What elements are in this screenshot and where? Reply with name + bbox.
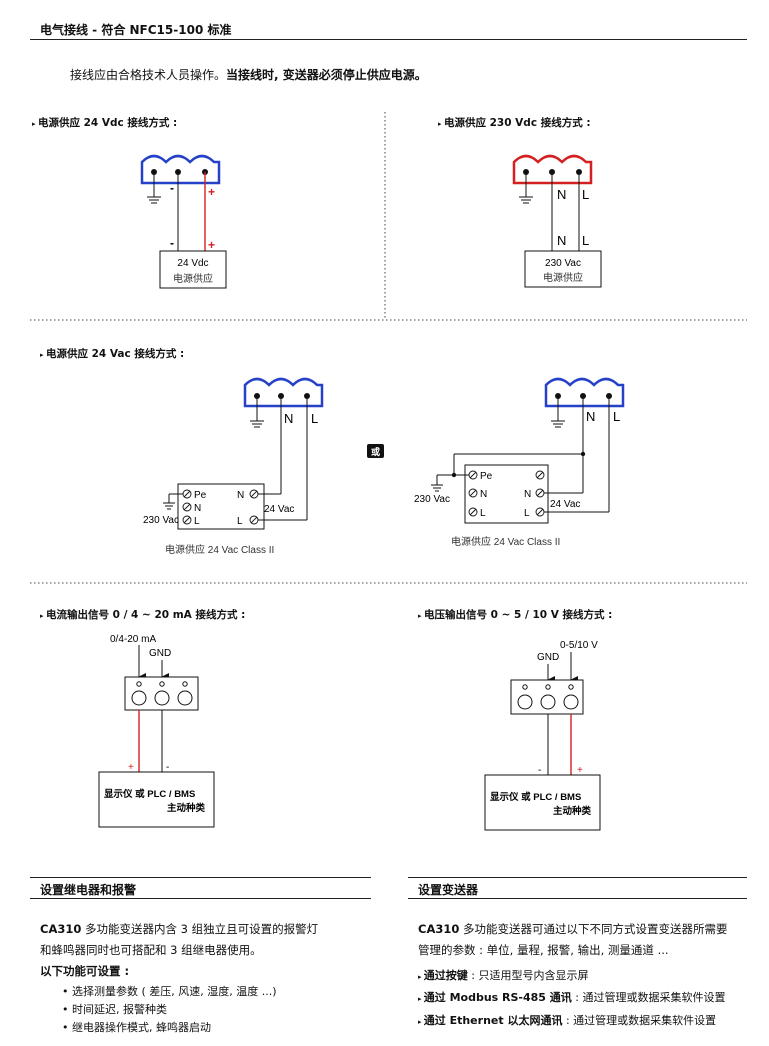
intro-normal: 接线应由合格技术人员操作。 xyxy=(70,68,227,82)
section-title-230vdc: ▸ 电源供应 230 Vdc 接线方式 : xyxy=(438,117,591,129)
psu-box-230vac xyxy=(524,250,602,288)
psu-24vdc-line1: 24 Vdc xyxy=(177,258,208,269)
terminal-block-24vac-left xyxy=(243,377,324,408)
ground-icon xyxy=(551,396,565,428)
minus-label-bottom: - xyxy=(170,236,174,250)
ground-icon xyxy=(250,396,264,428)
or-label: 或 xyxy=(371,446,380,457)
psu-230vac-line2: 电源供应 xyxy=(543,271,583,284)
l-label: L xyxy=(524,508,530,519)
device-line2: 主动种类 xyxy=(167,802,206,814)
transformer-box-right xyxy=(464,464,549,524)
plus-label-top: + xyxy=(208,185,215,199)
relay-body: CA310 多功能变送器内含 3 组独立且可设置的报警灯 和蜂鸣器同时也可搭配和… xyxy=(40,919,370,961)
plus-label-bottom: + xyxy=(208,238,215,252)
plus-label: + xyxy=(577,765,583,776)
page-title: 电气接线 - 符合 NFC15-100 标准 xyxy=(40,23,232,37)
or-badge xyxy=(367,444,384,458)
relay-subhead: 以下功能可设置 : xyxy=(40,964,130,978)
ground-icon xyxy=(147,172,161,204)
relay-title-rule xyxy=(30,898,371,899)
l-label-bottom: L xyxy=(582,233,589,248)
device-box-current xyxy=(98,771,215,828)
minus-label: - xyxy=(166,762,169,773)
voltage-signal-label: 0-5/10 V xyxy=(560,640,598,651)
config-title: 设置变送器 xyxy=(418,883,479,897)
relay-title-rule-top xyxy=(30,877,371,878)
terminal-block-24vdc xyxy=(140,154,221,185)
n-label-top: N xyxy=(557,187,566,202)
psu-box-24vdc xyxy=(159,250,227,289)
section-title-current: ▸ 电流输出信号 0 / 4 ~ 20 mA 接线方式 : xyxy=(40,609,246,621)
device-line1: 显示仪 或 PLC / BMS xyxy=(104,788,195,800)
device-box-voltage xyxy=(484,774,601,831)
psu-24vdc-line2: 电源供应 xyxy=(173,272,213,285)
config-item: ▸ 通过 Modbus RS-485 通讯 : 通过管理或数据采集软件设置 xyxy=(418,991,726,1004)
psu-230vac-line1: 230 Vac xyxy=(545,258,581,269)
minus-label: - xyxy=(538,765,541,776)
relay-bullet: • 继电器操作模式, 蜂鸣器启动 xyxy=(62,1021,211,1034)
config-title-rule-top xyxy=(408,877,747,878)
section-title-voltage: ▸ 电压输出信号 0 ~ 5 / 10 V 接线方式 : xyxy=(418,609,613,621)
vac230-label: 230 Vac xyxy=(143,515,179,526)
config-p2: 管理的参数 : 单位, 量程, 报警, 输出, 测量通道 ... xyxy=(418,943,669,957)
l-label: L xyxy=(613,409,620,424)
n-label: N xyxy=(586,409,595,424)
ground-icon xyxy=(431,474,454,492)
l-label: L xyxy=(194,516,200,527)
pe-label: Pe xyxy=(194,490,207,501)
intro-text: 接线应由合格技术人员操作。当接线时, 变送器必须停止供应电源。 xyxy=(70,66,427,83)
device-line1: 显示仪 或 PLC / BMS xyxy=(490,791,581,803)
n-label: N xyxy=(524,489,531,500)
current-signal-label: 0/4-20 mA xyxy=(110,634,156,645)
section-title-24vdc: ▸ 电源供应 24 Vdc 接线方式 : xyxy=(32,117,178,129)
relay-p2: 和蜂鸣器同时也可搭配和 3 组继电器使用。 xyxy=(40,943,262,957)
caption-24vac-left: 电源供应 24 Vac Class II xyxy=(165,543,274,556)
l-label: L xyxy=(480,508,486,519)
wiring-diagrams: - + - + 24 Vdc 电源供应 N L N L 230 Vac 电源供应… xyxy=(30,112,747,831)
ground-icon xyxy=(163,493,183,510)
relay-bullet: • 选择测量参数 ( 差压, 风速, 湿度, 温度 ...) xyxy=(62,985,277,998)
n-label: N xyxy=(284,411,293,426)
header-rule xyxy=(30,39,747,40)
relay-title: 设置继电器和报警 xyxy=(40,883,137,897)
transformer-box-left xyxy=(177,483,265,530)
n-label: N xyxy=(194,503,201,514)
vac24-label: 24 Vac xyxy=(264,504,294,515)
n-label: N xyxy=(480,489,487,500)
section-title-24vac: ▸ 电源供应 24 Vac 接线方式 : xyxy=(40,348,185,360)
relay-bullet: • 时间延迟, 报警种类 xyxy=(62,1003,167,1016)
gnd-label: GND xyxy=(537,652,559,663)
intro-bold: 当接线时, 变送器必须停止供应电源。 xyxy=(226,68,427,82)
config-title-rule xyxy=(408,898,747,899)
n-label: N xyxy=(237,490,244,501)
gnd-label: GND xyxy=(149,648,171,659)
n-label-bottom: N xyxy=(557,233,566,248)
l-label: L xyxy=(237,516,243,527)
vac230-label: 230 Vac xyxy=(414,494,450,505)
vac24-label: 24 Vac xyxy=(550,499,580,510)
pe-label: Pe xyxy=(480,471,493,482)
relay-p1: CA310 多功能变送器内含 3 组独立且可设置的报警灯 xyxy=(40,922,319,936)
minus-label-top: - xyxy=(170,181,174,195)
config-body: CA310 多功能变送器可通过以下不同方式设置变送器所需要 管理的参数 : 单位… xyxy=(418,919,748,961)
l-label: L xyxy=(311,411,318,426)
config-p1: CA310 多功能变送器可通过以下不同方式设置变送器所需要 xyxy=(418,922,728,936)
config-item: ▸ 通过 Ethernet 以太网通讯 : 通过管理或数据采集软件设置 xyxy=(418,1014,717,1027)
l-label-top: L xyxy=(582,187,589,202)
caption-24vac-right: 电源供应 24 Vac Class II xyxy=(451,535,560,548)
ground-icon xyxy=(519,172,533,204)
device-line2: 主动种类 xyxy=(553,805,592,817)
plus-label: + xyxy=(128,762,134,773)
config-item: ▸ 通过按键 : 只适用型号内含显示屏 xyxy=(418,969,589,982)
